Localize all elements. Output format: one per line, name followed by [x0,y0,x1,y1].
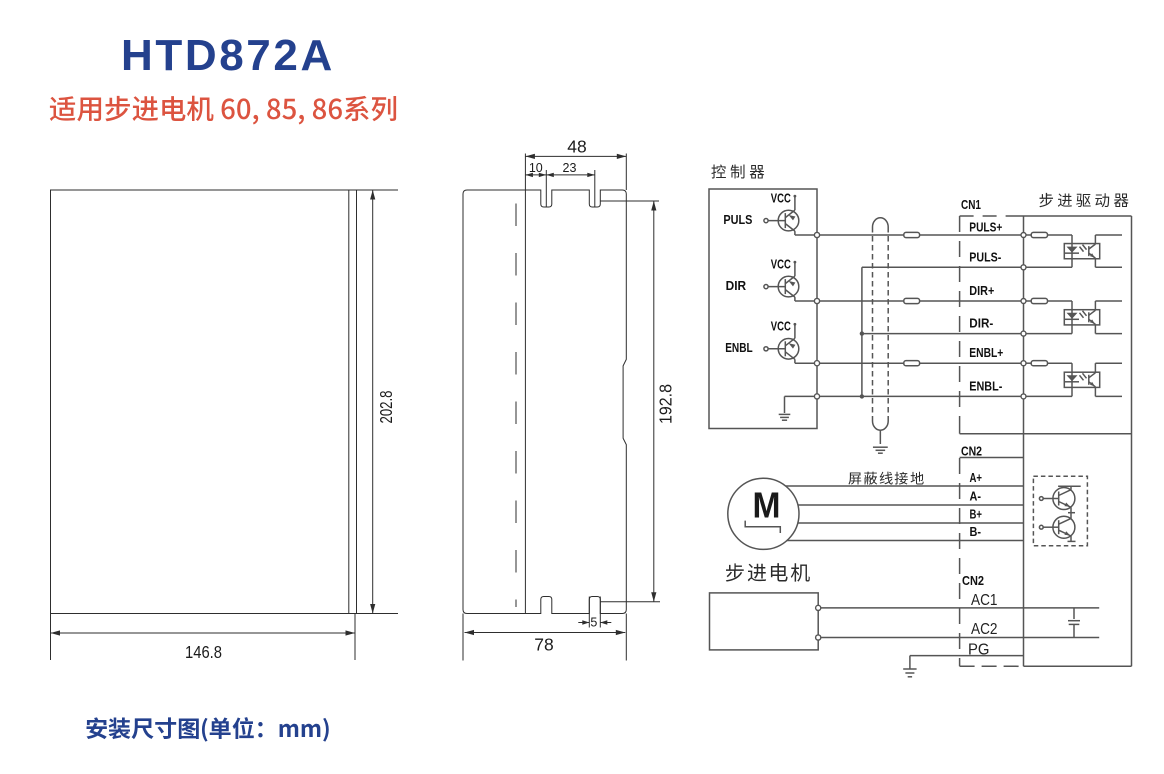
svg-text:VCC: VCC [771,319,791,334]
svg-text:5: 5 [590,616,597,630]
svg-text:CN2: CN2 [962,573,984,588]
svg-text:DIR+: DIR+ [969,283,994,298]
svg-text:48: 48 [567,137,586,157]
svg-text:ENBL-: ENBL- [969,379,1002,394]
svg-text:VCC: VCC [771,190,791,205]
svg-text:ENBL: ENBL [725,340,753,355]
svg-text:B+: B+ [970,506,983,521]
svg-text:AC2: AC2 [971,621,998,638]
svg-text:192.8: 192.8 [656,384,676,424]
svg-text:步进驱动器: 步进驱动器 [1039,189,1133,211]
svg-text:DIR-: DIR- [969,316,993,331]
svg-text:PULS: PULS [723,212,752,227]
svg-text:10: 10 [529,161,543,175]
svg-text:PULS-: PULS- [969,250,1001,265]
svg-text:A+: A+ [970,470,983,485]
svg-text:AC1: AC1 [971,592,998,609]
svg-text:B-: B- [970,524,982,539]
svg-text:步进电机: 步进电机 [725,557,812,586]
svg-text:DIR: DIR [726,278,747,293]
svg-text:146.8: 146.8 [185,642,222,662]
svg-text:VCC: VCC [771,256,791,271]
svg-text:202.8: 202.8 [376,391,396,424]
svg-text:78: 78 [534,635,553,655]
svg-text:M: M [753,485,781,526]
svg-text:PULS+: PULS+ [969,219,1002,234]
svg-text:控制器: 控制器 [711,160,768,182]
svg-text:23: 23 [563,161,577,175]
svg-text:屏蔽线接地: 屏蔽线接地 [848,469,926,489]
svg-text:CN2: CN2 [961,444,982,459]
svg-text:PG: PG [968,642,990,659]
svg-text:A-: A- [970,489,982,504]
svg-text:ENBL+: ENBL+ [969,345,1003,360]
svg-text:CN1: CN1 [961,197,981,212]
